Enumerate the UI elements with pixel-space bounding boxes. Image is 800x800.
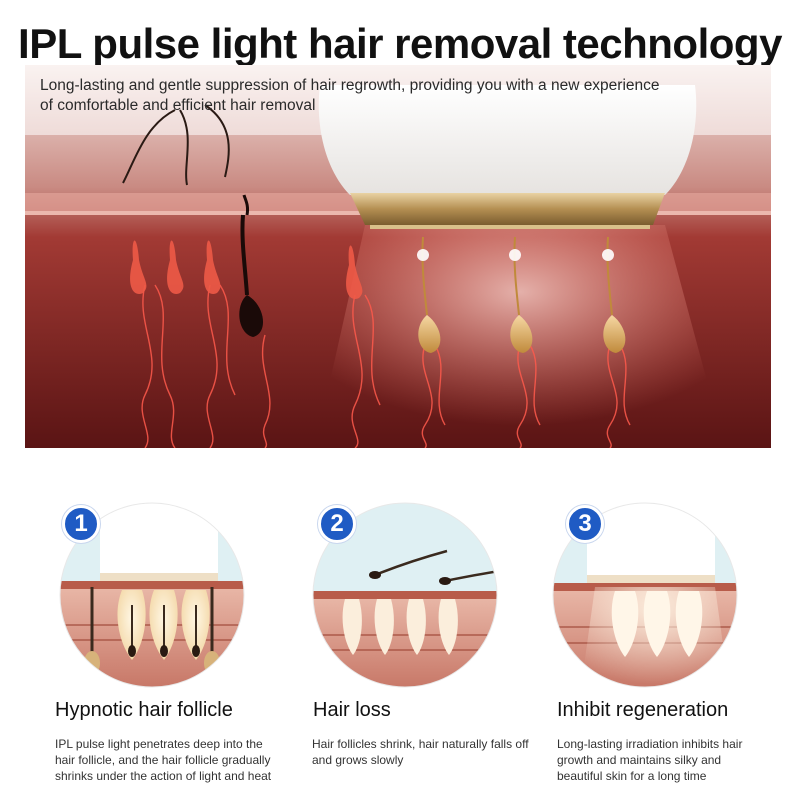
page-subtitle: Long-lasting and gentle suppression of h… bbox=[40, 77, 660, 114]
step-2-description: Hair follicles shrink, hair naturally fa… bbox=[312, 737, 529, 767]
page-title: IPL pulse light hair removal technology bbox=[18, 20, 782, 67]
step-1-description: IPL pulse light penetrates deep into the… bbox=[55, 737, 272, 783]
hero-illustration bbox=[25, 65, 771, 448]
step-2-illustration bbox=[305, 495, 505, 695]
step-1-title: Hypnotic hair follicle bbox=[55, 699, 233, 721]
step-3-illustration bbox=[545, 495, 745, 695]
step-2-badge: 2 bbox=[318, 505, 356, 543]
step-3-title: Inhibit regeneration bbox=[557, 699, 729, 721]
step-3-description: Long-lasting irradiation inhibits hair g… bbox=[557, 737, 743, 783]
step-3-badge: 3 bbox=[566, 505, 604, 543]
step-2-title: Hair loss bbox=[313, 699, 391, 721]
step-1-badge: 1 bbox=[62, 505, 100, 543]
